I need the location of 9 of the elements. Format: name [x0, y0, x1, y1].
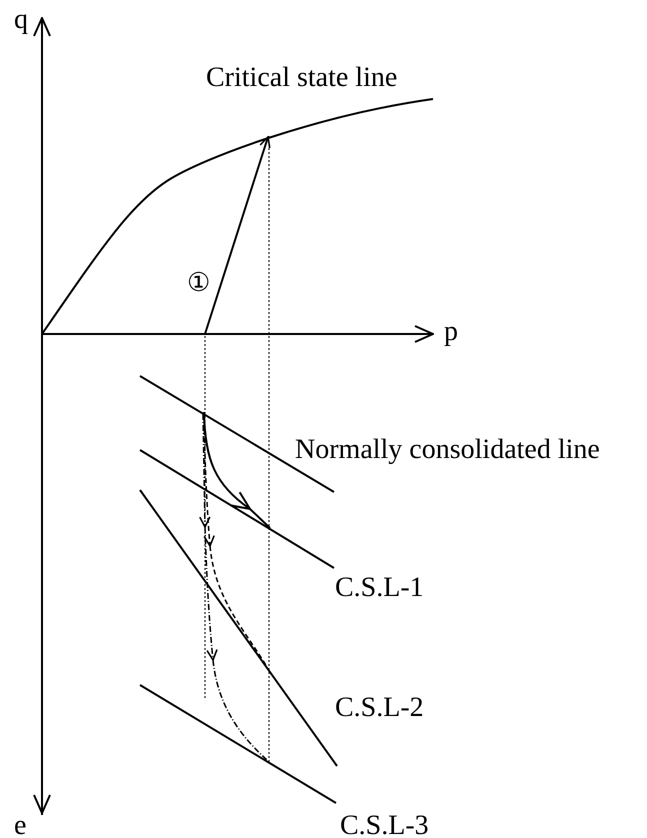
axis-label: e — [14, 812, 26, 838]
callout-number: ① — [187, 270, 210, 296]
line-label: Normally consolidated line — [295, 436, 600, 464]
axis-label: p — [444, 318, 458, 346]
line-label: C.S.L-1 — [335, 574, 424, 602]
line-label: C.S.L-3 — [340, 812, 429, 838]
curve-label: Critical state line — [206, 64, 398, 92]
line-label: C.S.L-2 — [335, 694, 424, 722]
axis-label: q — [14, 6, 28, 34]
